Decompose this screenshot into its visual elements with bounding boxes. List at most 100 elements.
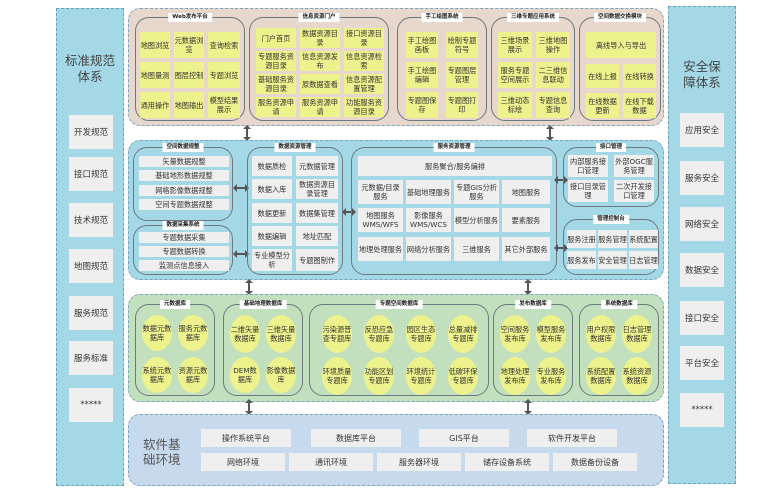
group-service-resource: 服务资源管理 服务聚合/服务编排 元数据/目录服务 基础地理服务 专题GIS分析… <box>351 143 557 275</box>
group-mgmt-console: 管理控制台 服务注册 服务管理 系统配置 服务发布 安全管理 日志管理 <box>563 215 659 275</box>
group-info-portal: 信息资源门户 门户首页 数据资源目录 接口资源目录 专题服务资源目录 信息资源发… <box>249 13 389 121</box>
group-hand-drawing: 手工绘图系统 手工绘图画板 绘制专题符号 手工绘图编辑 专题图层管理 专题图保存… <box>397 13 487 121</box>
app-item: 服务专题空间展示 <box>498 62 532 88</box>
standard-item: 接口规范 <box>69 157 113 191</box>
app-item: 在线上报 <box>586 64 619 88</box>
base-item: 服务器环境 <box>377 453 461 471</box>
service-item: 数据入库 <box>252 179 292 199</box>
db-item: 影像数据库 <box>266 357 296 393</box>
db-item: 专业服务发布库 <box>536 357 566 395</box>
group-data-collection: 数据采集系统 专题数据采集 专题数据转换 监测点信息接入 <box>133 221 233 275</box>
group-title: 服务资源管理 <box>433 143 475 152</box>
connector-arrow <box>245 399 253 415</box>
app-item: 数据资源目录 <box>300 28 340 48</box>
db-item: 空间服务发布库 <box>500 315 530 353</box>
db-item: 日志管理数据库 <box>622 315 652 353</box>
db-item: 低碳环保专题库 <box>448 357 478 395</box>
service-item: 地图服务 <box>502 180 550 204</box>
db-item: 模型服务发布库 <box>536 315 566 353</box>
service-item: 基础地理服务 <box>406 180 451 204</box>
service-item: 三维服务 <box>454 237 499 261</box>
app-item: 功能服务资源目录 <box>344 97 384 117</box>
group-title: 接口管理 <box>595 143 627 152</box>
group-data-resource: 数据资源管理 数据质检 元数据管理 数据入库 数据资源目录管理 数据更新 数据集… <box>247 143 343 275</box>
group-title: Web发布平台 <box>168 13 212 22</box>
app-item: 门户首页 <box>256 28 296 48</box>
service-item: 元数据管理 <box>296 156 338 176</box>
base-item: 数据备份设备 <box>553 453 637 471</box>
app-item: 三维地图操作 <box>536 32 570 58</box>
base-environment-layer: 软件基础环境 操作系统平台 数据库平台 GIS平台 软件开发平台 网络环境 通讯… <box>128 414 664 486</box>
service-item: 矢量数据规整 <box>139 156 229 167</box>
group-title: 信息资源门户 <box>298 13 340 22</box>
standard-item: 服务规范 <box>69 296 113 330</box>
app-item: 在线下载数据 <box>623 93 656 118</box>
app-item: 手工绘图画板 <box>406 32 438 58</box>
app-item: 通用操作 <box>140 92 170 118</box>
service-item: 外部OGC服务管理 <box>614 155 654 177</box>
app-item: 三维动态标绘 <box>498 92 532 118</box>
group-web-platform: Web发布平台 地图浏览 元数据浏览 查询检索 地图量测 图层控制 专题浏览 通… <box>135 13 245 121</box>
db-item: 污染源普查专题库 <box>322 315 352 353</box>
group-metadata-db: 元数据库 数据元数据库 服务元数据库 系统元数据库 资源元数据库 <box>135 300 215 396</box>
standard-item: 服务标准 <box>69 341 113 375</box>
group-spatial-regularization: 空间数据规整 矢量数据规整 基础地形数据规整 网格影像数据规整 空间专题数据规整 <box>133 143 233 221</box>
connector-arrow <box>245 279 253 295</box>
app-item: 专题服务资源目录 <box>256 51 296 71</box>
service-item: 元数据/目录服务 <box>358 180 403 204</box>
app-item: 在线转换 <box>623 64 656 88</box>
base-item: GIS平台 <box>419 429 509 447</box>
app-item: 地图浏览 <box>140 32 170 58</box>
group-title: 元数据库 <box>159 300 191 309</box>
service-item: 专题数据转换 <box>139 246 229 257</box>
application-layer: Web发布平台 地图浏览 元数据浏览 查询检索 地图量测 图层控制 专题浏览 通… <box>128 8 664 126</box>
group-title: 数据采集系统 <box>162 221 204 230</box>
db-item: 总量减排专题库 <box>448 315 478 353</box>
db-item: 系统元数据库 <box>142 357 172 393</box>
group-publishing-db: 发布数据库 空间服务发布库 模型服务发布库 地理处理发布库 专业服务发布库 <box>493 300 573 396</box>
app-item: 专题图保存 <box>406 92 438 118</box>
group-title: 管理控制台 <box>593 215 629 224</box>
app-item: 在线数据更新 <box>586 93 619 118</box>
app-item: 专题浏览 <box>208 62 240 88</box>
app-item: 接口资源目录 <box>344 28 384 48</box>
db-item: 地理处理发布库 <box>500 357 530 395</box>
service-item: 数据资源目录管理 <box>296 179 338 199</box>
app-item: 模型结果展示 <box>208 92 240 118</box>
group-3d-thematic: 三维专题应用系统 三维场景展示 三维地图操作 服务专题空间展示 二三维信息联动 … <box>491 13 575 121</box>
service-item: 日志管理 <box>629 251 658 269</box>
db-item: 二维矢量数据库 <box>230 315 260 353</box>
connector-arrow <box>342 208 356 216</box>
app-item: 查询检索 <box>208 32 240 58</box>
group-title: 空间数据规整 <box>162 143 204 152</box>
group-title: 系统数据库 <box>601 300 637 309</box>
service-item: 专题GIS分析服务 <box>454 180 499 204</box>
service-item: 监测点信息接入 <box>139 260 229 271</box>
service-item: 数据编辑 <box>252 226 292 246</box>
service-item: 数据质检 <box>252 156 292 176</box>
group-title: 专题空间数据库 <box>375 300 423 309</box>
standard-item: 开发规范 <box>69 115 113 149</box>
db-item: 三维矢量数据库 <box>266 315 296 353</box>
connector-arrow <box>233 250 249 258</box>
group-spatial-exchange: 空间数据交换模块 离线导入与导出 在线上报 在线转换 在线数据更新 在线下载数据 <box>579 13 661 121</box>
standards-title: 标准规范体系 <box>65 53 116 84</box>
service-item: 安全管理 <box>598 251 627 269</box>
connector-arrow <box>524 279 532 295</box>
app-item: 三维场景展示 <box>498 32 532 58</box>
security-item: ***** <box>680 393 724 427</box>
security-item: 网络安全 <box>680 207 724 241</box>
app-item: 基础服务资源目录 <box>256 74 296 94</box>
group-title: 数据资源管理 <box>274 143 316 152</box>
service-item: 服务注册 <box>567 230 596 248</box>
base-item: 软件开发平台 <box>527 429 617 447</box>
security-item: 接口安全 <box>680 301 724 335</box>
group-title: 三维专题应用系统 <box>506 13 560 22</box>
security-item: 应用安全 <box>680 113 724 147</box>
app-item: 原数据查看 <box>300 74 340 94</box>
group-interface-mgmt: 接口管理 内部服务接口管理 外部OGC服务管理 接口目录管理 二次开发接口管理 <box>563 143 659 207</box>
connector-arrow <box>524 399 532 415</box>
service-item: 基础地形数据规整 <box>139 170 229 181</box>
service-item: 二次开发接口管理 <box>614 180 654 202</box>
base-item: 储存设备系统 <box>465 453 549 471</box>
